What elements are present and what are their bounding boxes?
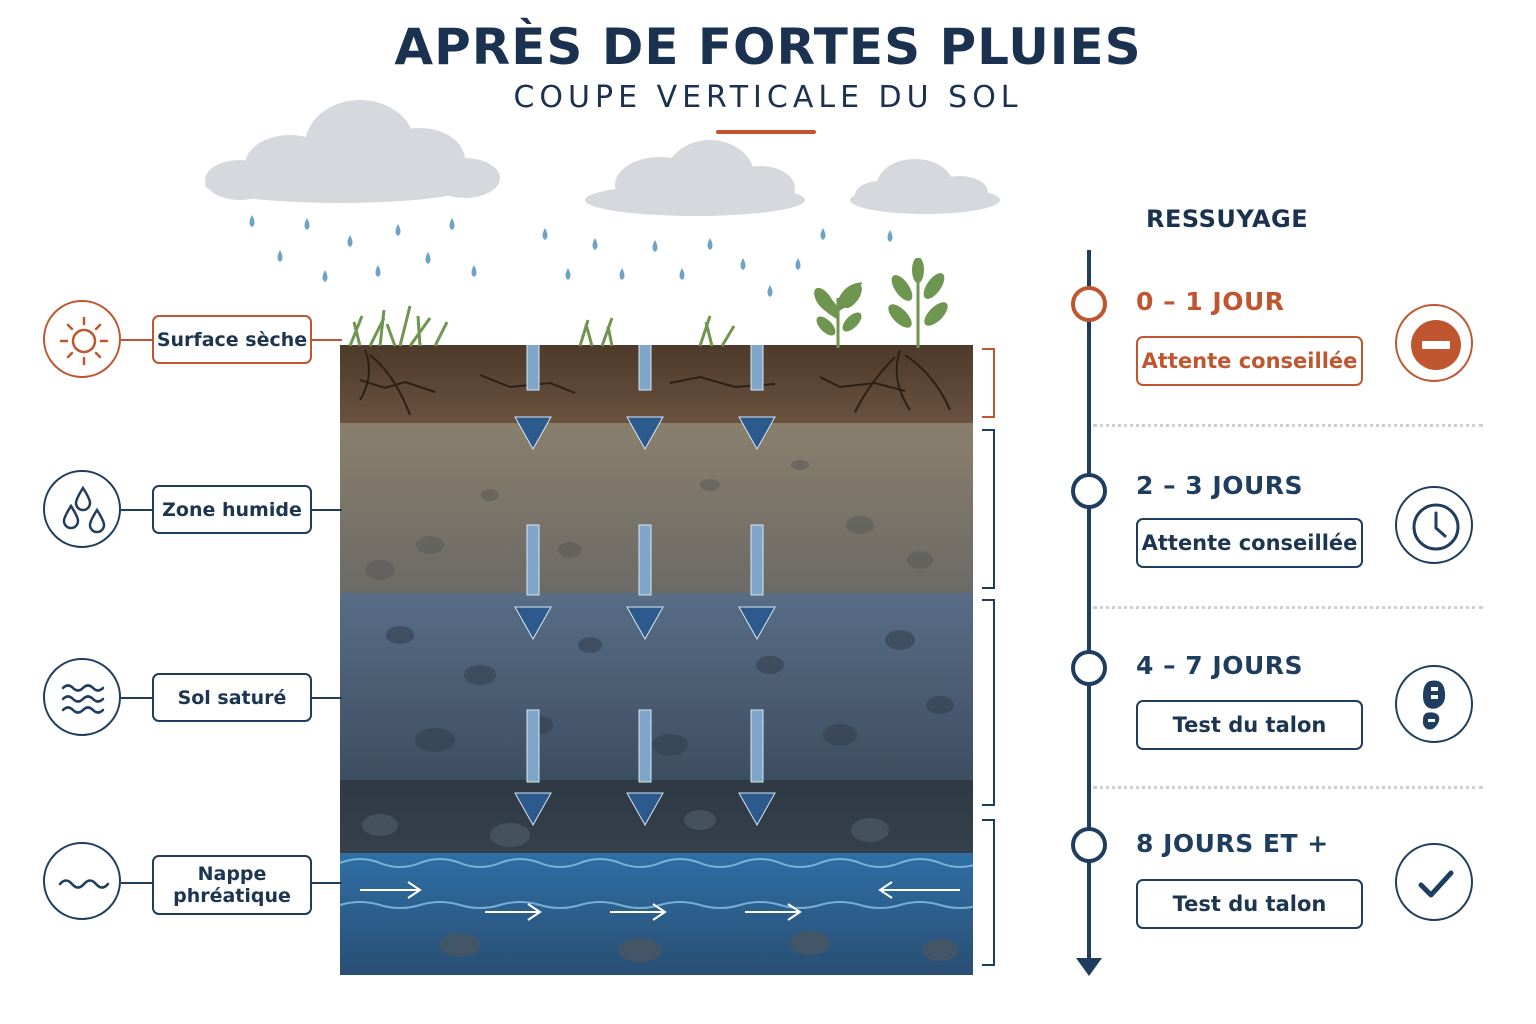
- no-entry-icon: [1395, 304, 1473, 382]
- layer-label-surface-seche: Surface sèche: [152, 315, 312, 364]
- layer-label-zone-humide: Zone humide: [152, 485, 312, 534]
- timeline-arrow-icon: [1076, 958, 1102, 976]
- cloud-icon: [850, 159, 1000, 214]
- pebbles: [365, 460, 933, 580]
- step-period: 0 – 1 JOUR: [1136, 287, 1285, 316]
- step-period: 2 – 3 JOURS: [1136, 471, 1304, 500]
- timeline-separator: [1093, 786, 1483, 789]
- sun-icon: [43, 300, 121, 378]
- vegetation-illustration: [348, 258, 948, 348]
- checkmark-icon: [1395, 843, 1473, 921]
- title-underline: [716, 130, 816, 134]
- ressuyage-title: RESSUYAGE: [1146, 205, 1309, 233]
- step-status: Attente conseillée: [1136, 336, 1363, 386]
- timeline-node: [1071, 286, 1107, 322]
- timeline-separator: [1093, 424, 1483, 427]
- layer-label-nappe-phreatique: Nappe phréatique: [152, 855, 312, 915]
- cloud-icon: [585, 140, 805, 216]
- timeline-node: [1071, 650, 1107, 686]
- page-subtitle: COUPE VERTICALE DU SOL: [513, 80, 1023, 115]
- footprint-icon: [1395, 665, 1473, 743]
- deep-gravel-layer: [340, 780, 973, 855]
- topsoil-layer: [340, 345, 973, 425]
- timeline-line: [1087, 250, 1091, 960]
- clock-icon: [1395, 486, 1473, 564]
- plant-icon: [813, 282, 862, 348]
- page-title: APRÈS DE FORTES PLUIES: [394, 18, 1142, 76]
- water-drops-icon: [43, 470, 121, 548]
- step-period: 8 JOURS ET +: [1136, 829, 1329, 858]
- connector-line: [121, 697, 152, 699]
- horizontal-flow-arrows: [360, 881, 960, 921]
- soil-cross-section: [340, 345, 973, 975]
- cloud-icon: [205, 100, 500, 203]
- connector-line: [312, 882, 342, 884]
- timeline-node: [1071, 473, 1107, 509]
- rain-clouds-illustration: [205, 100, 1000, 297]
- connector-line: [312, 697, 342, 699]
- waves-icon: [43, 658, 121, 736]
- step-status: Test du talon: [1136, 879, 1363, 929]
- plant-icon: [888, 258, 948, 348]
- layer-brackets: [982, 348, 995, 966]
- timeline-separator: [1093, 606, 1483, 609]
- step-status: Attente conseillée: [1136, 518, 1363, 568]
- connector-line: [121, 339, 152, 341]
- humid-layer: [340, 423, 973, 595]
- connector-line: [312, 509, 342, 511]
- wave-icon: [43, 842, 121, 920]
- timeline-node: [1071, 827, 1107, 863]
- infiltration-arrows: [514, 345, 776, 827]
- connector-line: [312, 339, 342, 341]
- connector-line: [121, 509, 152, 511]
- step-status: Test du talon: [1136, 700, 1363, 750]
- layer-label-sol-sature: Sol saturé: [152, 673, 312, 722]
- step-period: 4 – 7 JOURS: [1136, 651, 1304, 680]
- raindrops: [249, 215, 893, 297]
- saturated-layer: [340, 593, 973, 783]
- connector-line: [121, 882, 152, 884]
